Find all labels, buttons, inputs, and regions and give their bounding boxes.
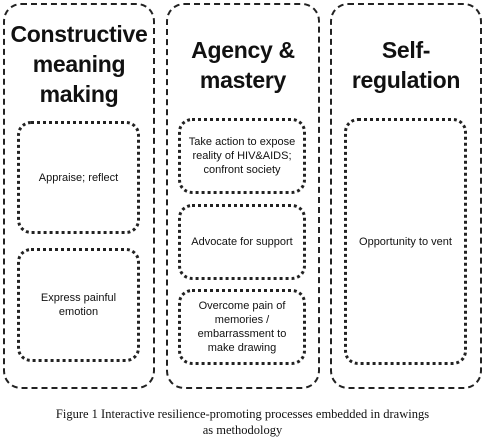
heading-line: making	[39, 81, 119, 107]
caption-line: Figure 1 Interactive resilience-promotin…	[55, 407, 430, 421]
process-box: Take action to expose reality of HIV&AID…	[178, 118, 306, 194]
process-box-label: Advocate for support	[191, 236, 293, 248]
column-heading: Constructive meaning making	[5, 19, 153, 109]
process-box: Opportunity to vent	[344, 118, 467, 365]
column-constructive-meaning-making: Constructive meaning making Appraise; re…	[3, 3, 155, 389]
process-box-label: Overcome pain of memories / embarrassmen…	[197, 300, 287, 354]
process-box-label: Express painful emotion	[40, 292, 117, 318]
process-box-label: Appraise; reflect	[38, 171, 119, 184]
figure-caption: Figure 1 Interactive resilience-promotin…	[0, 406, 485, 438]
column-agency-mastery: Agency & mastery Take action to expose r…	[166, 3, 320, 389]
heading-line: Self-	[381, 37, 431, 63]
heading-line: Constructive	[10, 21, 148, 47]
process-box: Overcome pain of memories / embarrassmen…	[178, 289, 306, 365]
process-box: Express painful emotion	[17, 248, 140, 362]
process-box-label: Opportunity to vent	[359, 235, 452, 248]
heading-line: meaning	[32, 51, 126, 77]
process-box-label: Take action to expose reality of HIV&AID…	[188, 136, 296, 176]
column-self-regulation: Self- regulation Opportunity to vent	[330, 3, 482, 389]
heading-line: mastery	[199, 67, 287, 93]
process-box: Appraise; reflect	[17, 121, 140, 234]
heading-line: regulation	[351, 67, 461, 93]
heading-line: Agency &	[191, 37, 295, 63]
process-box: Advocate for support	[178, 204, 306, 280]
column-heading: Self- regulation	[332, 35, 480, 95]
column-heading: Agency & mastery	[168, 35, 318, 95]
caption-line: as methodology	[202, 423, 283, 437]
